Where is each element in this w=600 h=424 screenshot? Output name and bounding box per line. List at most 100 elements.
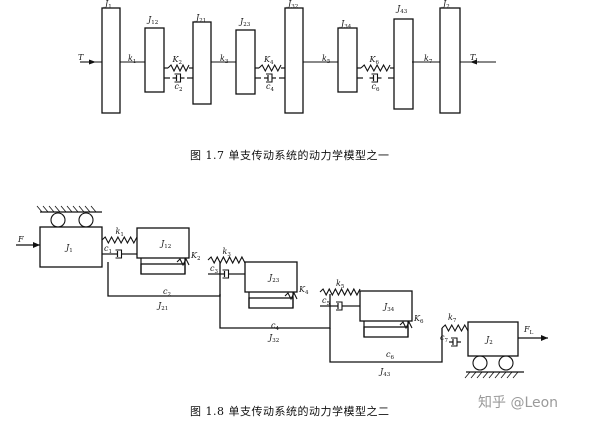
input-damper xyxy=(334,301,346,311)
roller-wheel xyxy=(472,355,488,371)
watermark-text: 知乎 @Leon xyxy=(478,395,559,411)
output-mass-label: J2 xyxy=(484,335,493,346)
roller-wheel xyxy=(78,212,94,228)
ground-hatch xyxy=(72,205,79,213)
inertia-disk xyxy=(144,27,165,93)
output-torque-label: TL xyxy=(470,53,479,64)
lower-carrier xyxy=(329,328,443,363)
ground-hatch xyxy=(482,371,489,379)
lower-mass-label: J43 xyxy=(378,367,391,378)
ground-hatch xyxy=(476,371,483,379)
ground-hatch xyxy=(488,371,495,379)
input-spring xyxy=(319,287,361,297)
inertia-disk xyxy=(192,21,212,105)
inertia-label: J34 xyxy=(339,19,352,30)
mesh-spring-label: K6 xyxy=(413,314,424,325)
upper-mass xyxy=(244,261,298,293)
upper-mass-label: J34 xyxy=(382,302,395,313)
ground-hatch xyxy=(464,371,471,379)
mesh-spring xyxy=(399,320,413,330)
input-spring-label: k3 xyxy=(223,247,232,258)
ground-hatch xyxy=(48,205,55,213)
shaft-spring-label: k5 xyxy=(322,54,331,65)
inertia-disk xyxy=(284,7,304,114)
input-torque-arrowhead xyxy=(89,59,96,65)
ground-hatch xyxy=(90,205,97,213)
mesh-spring-label: K4 xyxy=(298,285,309,296)
mesh-damper xyxy=(369,73,382,83)
input-mass xyxy=(39,226,103,268)
mesh-damper-label: c4 xyxy=(271,321,279,332)
roller-wheel xyxy=(50,212,66,228)
input-spring xyxy=(101,235,138,245)
inertia-label: J1 xyxy=(103,0,112,10)
mesh-spring xyxy=(258,63,282,73)
mesh-spring-label: K2 xyxy=(190,251,200,262)
input-damper xyxy=(220,269,233,279)
roller-wheel xyxy=(498,355,514,371)
inertia-label: J12 xyxy=(146,15,158,26)
mesh-spring xyxy=(176,257,190,267)
input-damper-label: c5 xyxy=(322,296,330,307)
ground-hatch xyxy=(494,371,501,379)
mesh-damper xyxy=(172,73,185,83)
input-mass-label: J1 xyxy=(64,243,73,254)
output-force-arrowhead xyxy=(541,335,548,341)
inertia-label: J23 xyxy=(238,17,251,28)
ground-hatch xyxy=(36,205,43,213)
mesh-spring xyxy=(167,63,190,73)
input-spring xyxy=(207,255,246,265)
lower-carrier xyxy=(107,262,221,297)
input-spring-label: k1 xyxy=(116,227,124,238)
shaft-spring-label: k1 xyxy=(128,54,136,65)
mesh-spring-label: K4 xyxy=(263,55,274,66)
mesh-damper-label: c2 xyxy=(163,287,171,298)
upper-mass-label: J12 xyxy=(159,239,171,250)
ground-hatch xyxy=(54,205,61,213)
mesh-spring-label: K6 xyxy=(369,55,380,66)
final-damper xyxy=(449,337,461,347)
shaft-spring-label: k7 xyxy=(424,54,433,65)
upper-mass-label: J23 xyxy=(267,273,280,284)
final-damper-label: c7 xyxy=(440,333,448,344)
mesh-damper xyxy=(264,73,276,83)
inertia-label: J21 xyxy=(194,13,206,24)
mesh-block xyxy=(363,326,409,338)
mesh-spring xyxy=(284,291,298,301)
lower-carrier xyxy=(219,294,331,329)
upper-mass xyxy=(136,227,190,259)
mesh-damper-label: c2 xyxy=(175,82,183,93)
input-damper-label: c3 xyxy=(210,264,218,275)
output-force-label: FL xyxy=(523,325,534,336)
inertia-disk xyxy=(337,27,358,93)
input-force-arrowhead xyxy=(33,242,40,248)
ground-hatch xyxy=(506,371,513,379)
input-torque-label: T xyxy=(78,53,84,62)
inertia-disk xyxy=(235,29,256,95)
mesh-block xyxy=(248,297,294,309)
ground-hatch xyxy=(84,205,91,213)
output-torque-arrowhead xyxy=(470,59,477,65)
inertia-disk xyxy=(101,7,121,114)
ground-hatch xyxy=(500,371,507,379)
mesh-damper-label: c6 xyxy=(372,82,380,93)
mesh-damper-label: c4 xyxy=(266,82,274,93)
ground-hatch xyxy=(512,371,519,379)
mesh-damper-label: c6 xyxy=(386,350,394,361)
output-mass xyxy=(467,321,519,357)
final-spring-label: k7 xyxy=(448,313,457,324)
lower-mass-label: J32 xyxy=(267,333,279,344)
ground-hatch xyxy=(78,205,85,213)
mesh-block xyxy=(140,263,186,275)
input-spring-label: k5 xyxy=(336,279,345,290)
inertia-disk xyxy=(439,7,461,114)
inertia-label: J32 xyxy=(286,0,298,10)
final-spring xyxy=(441,323,469,333)
ground-hatch xyxy=(42,205,49,213)
inertia-label: J43 xyxy=(395,4,408,15)
mesh-spring xyxy=(360,63,391,73)
